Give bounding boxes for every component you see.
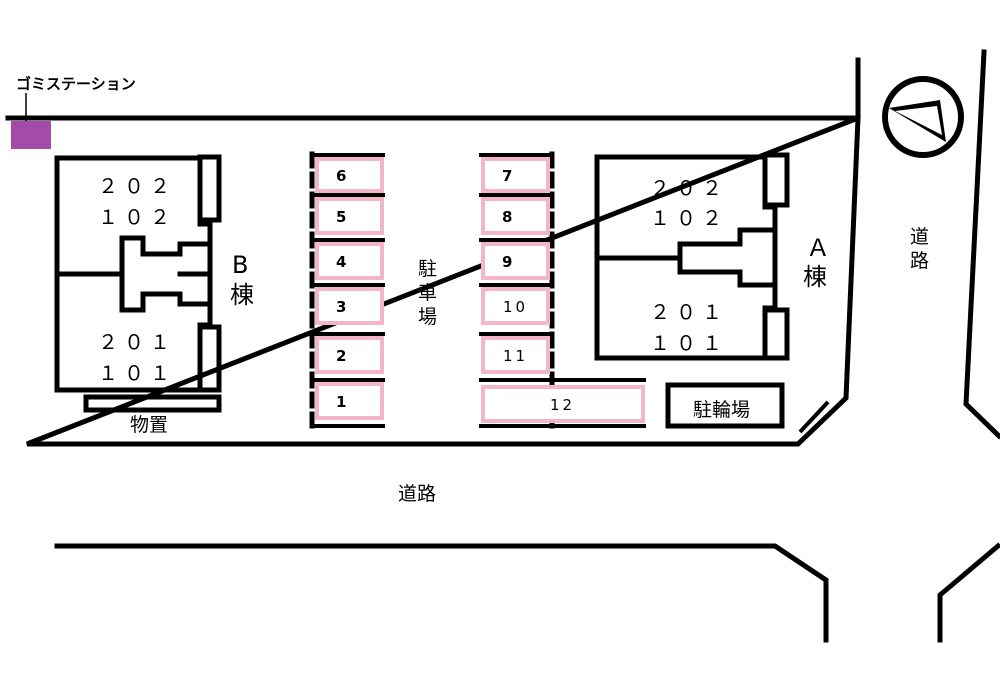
parking-slot-12 — [481, 385, 645, 423]
parking-slot-2 — [315, 336, 384, 374]
building-a — [594, 152, 790, 361]
road-label-right: 道 路 — [910, 226, 935, 272]
parking-column-right — [479, 151, 646, 429]
north-arrow-icon — [882, 76, 964, 158]
building-b-label-b: B — [232, 251, 248, 279]
storage-shed — [83, 394, 222, 413]
parking-slot-10-label: 10 — [503, 298, 528, 316]
a-unit-201: ２０１ — [650, 300, 728, 324]
parking-slot-9 — [481, 242, 550, 280]
parking-slot-7-label: 7 — [502, 167, 512, 185]
a-unit-101: １０１ — [650, 331, 728, 355]
building-b-bottom-units: ２０１ １０１ — [98, 330, 188, 385]
building-a-top-units: ２０２ １０２ — [650, 176, 740, 230]
parking-slot-5-label: 5 — [336, 208, 346, 226]
parking-slot-3-label: 3 — [336, 298, 346, 316]
road-label-bottom: 道路 — [398, 483, 436, 505]
parking-slot-8-label: 8 — [502, 208, 512, 226]
road-right-edge-outer — [963, 49, 1000, 440]
road-right-edge-inner — [937, 542, 1000, 643]
building-b — [54, 154, 222, 413]
bicycle-parking-label: 駐輪場 — [693, 399, 750, 421]
a-unit-102: １０２ — [650, 206, 728, 230]
parking-slot-5 — [315, 197, 384, 235]
building-b-label-kanji: 棟 — [230, 281, 254, 309]
site-boundary — [5, 57, 861, 447]
parking-slot-12-label: 12 — [550, 396, 575, 414]
parking-slot-3 — [315, 287, 384, 325]
parking-slot-4 — [315, 242, 384, 280]
parking-slot-9-label: 9 — [502, 253, 512, 271]
garbage-station-label: ゴミステーション — [16, 75, 136, 93]
b-unit-102: １０２ — [98, 205, 176, 229]
parking-slot-8 — [481, 197, 550, 235]
storage-label: 物置 — [130, 414, 168, 436]
building-a-label-kanji: 棟 — [803, 263, 827, 291]
b-unit-202: ２０２ — [98, 174, 176, 198]
bicycle-parking-box — [665, 382, 785, 429]
road-right-fragment — [798, 400, 830, 434]
parking-slot-1 — [315, 382, 384, 420]
b-unit-201: ２０１ — [98, 330, 176, 354]
parking-slot-7 — [481, 157, 550, 193]
parking-slot-2-label: 2 — [336, 347, 346, 365]
parking-slot-10 — [481, 287, 550, 325]
parking-slot-4-label: 4 — [336, 253, 346, 271]
a-unit-202: ２０２ — [650, 176, 728, 200]
parking-label: 駐 車 場 — [418, 258, 443, 328]
parking-slot-6 — [315, 157, 384, 193]
garbage-station-box — [11, 121, 51, 149]
building-a-bottom-units: ２０１ １０１ — [650, 300, 740, 355]
parking-column-left — [309, 151, 385, 429]
parking-slot-1-label: 1 — [336, 393, 346, 411]
road-bottom-edge — [54, 543, 829, 643]
building-b-top-units: ２０２ １０２ — [98, 174, 188, 229]
b-unit-101: １０１ — [98, 361, 176, 385]
parking-slot-11-label: 11 — [503, 347, 528, 365]
building-a-label-a: Ａ — [806, 234, 830, 262]
parking-slot-11 — [481, 336, 550, 374]
parking-slot-6-label: 6 — [336, 167, 346, 185]
